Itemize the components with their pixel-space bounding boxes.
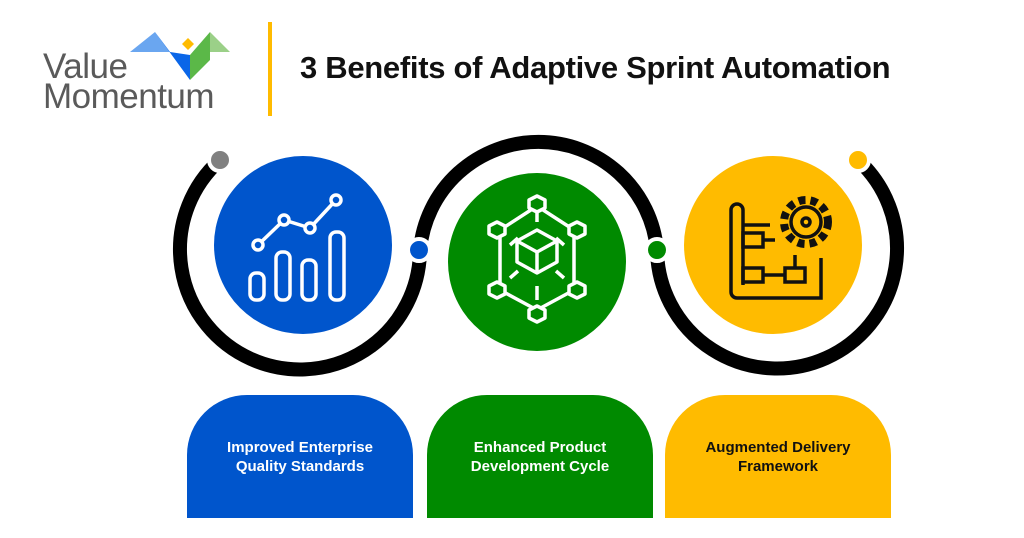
benefit-card-1: Improved Enterprise Quality Standards: [187, 395, 413, 518]
connector-arc-middle: [413, 134, 664, 251]
header-divider: [268, 22, 272, 116]
benefit-circle-blue: [214, 156, 392, 334]
end-dot: [845, 147, 871, 173]
benefit-label: Improved Enterprise Quality Standards: [227, 438, 373, 475]
bar-chart-growth-icon: [248, 193, 346, 302]
connector-arc-right: [650, 154, 904, 376]
start-dot: [207, 147, 233, 173]
connector-arc-left: [173, 154, 427, 377]
blue-connector-dot: [406, 237, 432, 263]
benefit-label: Augmented Delivery Framework: [705, 438, 851, 475]
benefit-card-2: Enhanced Product Development Cycle: [427, 395, 653, 518]
logo-text-line2: Momentum: [43, 77, 215, 116]
logo-text-line1: Value: [43, 47, 128, 86]
green-connector-dot: [644, 237, 670, 263]
blueprint-gear-icon: [729, 196, 832, 300]
page-title: 3 Benefits of Adaptive Sprint Automation: [300, 50, 891, 85]
benefit-card-3: Augmented Delivery Framework: [665, 395, 891, 518]
network-cube-icon: [487, 194, 587, 324]
benefit-label: Enhanced Product Development Cycle: [470, 438, 610, 475]
benefit-circle-yellow: [684, 156, 862, 334]
logo-mark-icon: [130, 32, 230, 80]
